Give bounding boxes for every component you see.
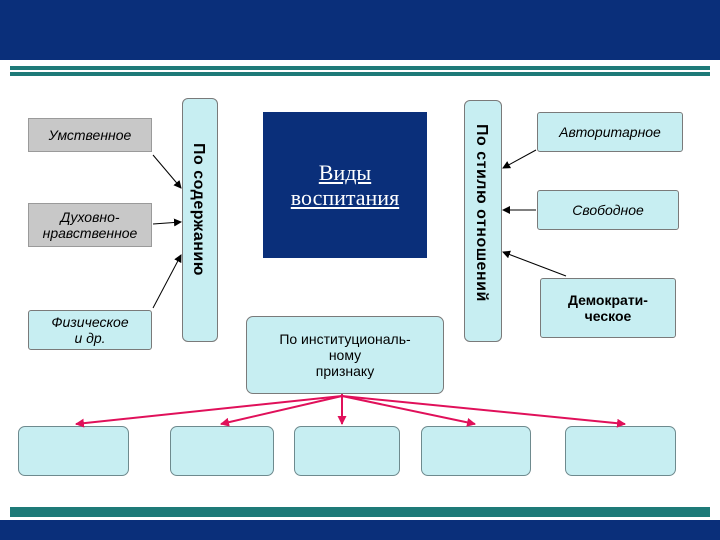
right-item-democratic-label: Демократи- ческое — [568, 292, 648, 324]
category-institutional-label: По институциональ- ному признаку — [279, 331, 411, 379]
bottom-item-5 — [565, 426, 676, 476]
arrow-authoritarian — [502, 149, 537, 169]
center-title-box: Виды воспитания — [263, 112, 427, 258]
left-item-spiritual: Духовно- нравственное — [28, 203, 152, 247]
bottom-item-2 — [170, 426, 274, 476]
category-institutional: По институциональ- ному признаку — [246, 316, 444, 394]
right-item-democratic: Демократи- ческое — [540, 278, 676, 338]
right-item-free-label: Свободное — [572, 202, 644, 218]
arrow-spiritual — [152, 218, 182, 227]
right-item-authoritarian-label: Авторитарное — [559, 124, 661, 140]
left-item-mental: Умственное — [28, 118, 152, 152]
left-item-spiritual-label: Духовно- нравственное — [42, 209, 138, 241]
right-item-free: Свободное — [537, 190, 679, 230]
header-band — [0, 0, 720, 60]
bottom-stripe — [10, 507, 710, 517]
arrow-physical — [152, 254, 182, 309]
arrow-bottom-1 — [75, 395, 343, 428]
left-item-mental-label: Умственное — [48, 127, 132, 143]
arrow-bottom-4 — [341, 395, 476, 427]
bottom-item-3 — [294, 426, 400, 476]
category-by-style-label: По стилю отношений — [473, 124, 490, 302]
footer-band — [0, 520, 720, 540]
arrow-mental — [152, 154, 182, 189]
category-by-style — [464, 100, 502, 342]
arrow-bottom-5 — [341, 395, 626, 428]
arrow-bottom-2 — [220, 395, 343, 427]
category-by-content-label: По содержанию — [190, 143, 207, 276]
bottom-item-4 — [421, 426, 531, 476]
category-by-content — [182, 98, 218, 342]
right-item-authoritarian: Авторитарное — [537, 112, 683, 152]
left-item-physical: Физическое и др. — [28, 310, 152, 350]
center-title: Виды воспитания — [290, 160, 400, 210]
top-stripe-line — [10, 70, 710, 72]
arrow-democratic — [502, 250, 567, 277]
bottom-item-1 — [18, 426, 129, 476]
left-item-physical-label: Физическое и др. — [51, 314, 129, 346]
